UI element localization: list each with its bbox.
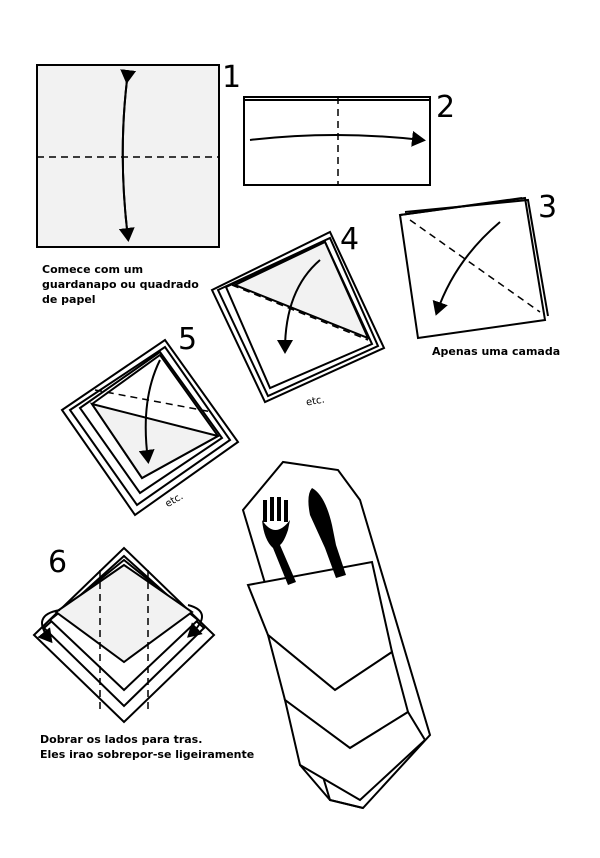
step1-caption: Comece com um guardanapo ou quadrado de …: [42, 262, 199, 307]
step6-diamond: [32, 546, 216, 724]
caption-line: de papel: [42, 293, 96, 306]
fork-icon: [262, 497, 296, 585]
caption-line: Apenas uma camada: [432, 345, 561, 358]
step-number: 4: [340, 222, 360, 257]
step-number: 5: [178, 322, 198, 357]
final-napkin-pocket: [241, 460, 432, 810]
step1-square: [36, 64, 220, 248]
step6-caption: Dobrar os lados para tras. Eles irao sob…: [40, 732, 254, 762]
caption-line: guardanapo ou quadrado: [42, 278, 199, 291]
knife-icon: [308, 488, 346, 578]
step-number: 3: [538, 190, 558, 225]
caption-line: Dobrar os lados para tras.: [40, 733, 203, 746]
step3-square: [398, 196, 549, 340]
step-number: 1: [222, 60, 242, 95]
step5-diamond: [60, 338, 240, 517]
caption-line: Comece com um: [42, 263, 144, 276]
step-number: 2: [436, 90, 456, 125]
step4-diamond: [210, 230, 386, 404]
step3-caption: Apenas uma camada: [432, 344, 560, 359]
caption-line: Eles irao sobrepor-se ligeiramente: [40, 748, 255, 761]
step-number: 6: [48, 545, 68, 580]
step2-rectangle: [243, 96, 431, 186]
